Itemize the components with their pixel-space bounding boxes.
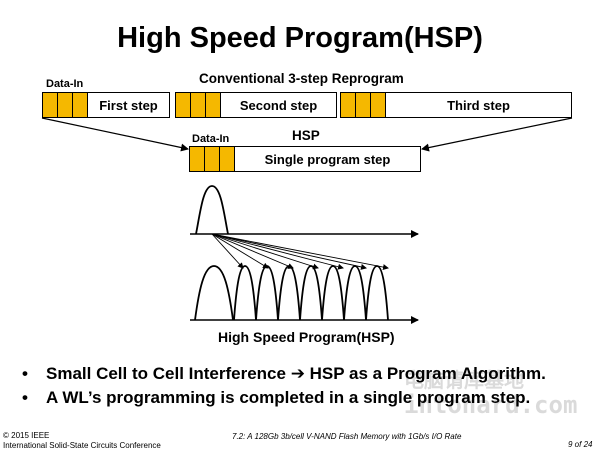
data-cell bbox=[206, 93, 221, 117]
bullet-text: A WL’s programming is completed in a sin… bbox=[46, 388, 531, 407]
bullet-dot-icon: • bbox=[22, 364, 28, 383]
right-merge-arrow bbox=[421, 117, 573, 152]
data-in-label-hsp: Data-In bbox=[192, 133, 230, 145]
single-program-step-label: Single program step bbox=[264, 151, 391, 167]
hsp-header: HSP bbox=[292, 128, 320, 143]
programmed-distributions bbox=[194, 265, 389, 321]
second-step-label: Second step bbox=[239, 97, 318, 113]
first-step-box: First step bbox=[42, 92, 170, 118]
left-merge-arrow bbox=[41, 117, 189, 152]
graph-caption: High Speed Program(HSP) bbox=[218, 329, 395, 345]
footer-paper-title: 7.2: A 128Gb 3b/cell V-NAND Flash Memory… bbox=[232, 432, 462, 441]
data-cell bbox=[176, 93, 191, 117]
data-cell bbox=[43, 93, 58, 117]
data-cell bbox=[356, 93, 371, 117]
program-arrows bbox=[211, 233, 389, 270]
second-step-box: Second step bbox=[175, 92, 337, 118]
bullet-list: • Small Cell to Cell Interference ➔ HSP a… bbox=[20, 362, 546, 410]
data-cell bbox=[58, 93, 73, 117]
bullet-item: • A WL’s programming is completed in a si… bbox=[20, 386, 546, 410]
bullet-text: Small Cell to Cell Interference ➔ HSP as… bbox=[46, 364, 546, 383]
initial-distribution bbox=[195, 185, 229, 235]
bullet-item: • Small Cell to Cell Interference ➔ HSP a… bbox=[20, 362, 546, 386]
footer-conference: International Solid-State Circuits Confe… bbox=[3, 441, 161, 450]
watermark-text-2: intohard.com bbox=[404, 391, 577, 419]
data-cell bbox=[191, 93, 206, 117]
slide-title: High Speed Program(HSP) bbox=[117, 22, 483, 54]
footer-copyright: © 2015 IEEE bbox=[3, 431, 50, 440]
single-program-step-box: Single program step bbox=[189, 146, 421, 172]
data-cell bbox=[190, 147, 205, 171]
footer-page-number: 9 of 24 bbox=[568, 440, 593, 449]
data-in-label-conventional: Data-In bbox=[46, 78, 84, 90]
third-step-label: Third step bbox=[447, 97, 510, 113]
watermark-logo: 电脑请库基地 intohard.com bbox=[404, 368, 577, 419]
data-cell bbox=[73, 93, 88, 117]
data-cell bbox=[371, 93, 386, 117]
bullet-dot-icon: • bbox=[22, 388, 28, 407]
data-cell bbox=[220, 147, 235, 171]
data-cell bbox=[205, 147, 220, 171]
first-step-label: First step bbox=[99, 97, 158, 113]
third-step-box: Third step bbox=[340, 92, 572, 118]
data-cell bbox=[341, 93, 356, 117]
footer-left: © 2015 IEEE International Solid-State Ci… bbox=[3, 431, 161, 451]
watermark-text-1: 电脑请库基地 bbox=[404, 368, 524, 392]
conventional-header: Conventional 3-step Reprogram bbox=[199, 71, 404, 86]
